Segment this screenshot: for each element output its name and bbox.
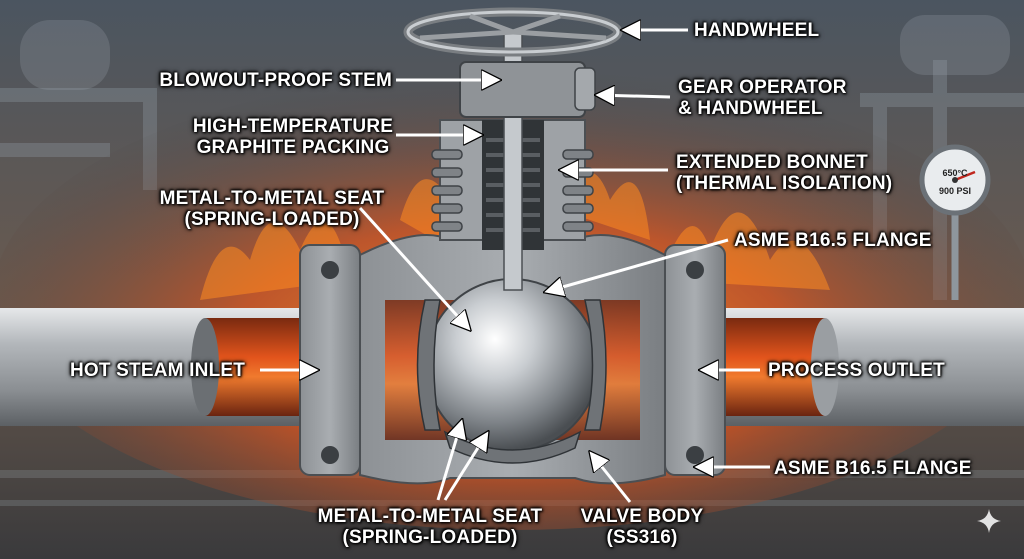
label-valve-body: VALVE BODY (SS316) [580,506,704,548]
label-flange-bottom: ASME B16.5 FLANGE [774,458,972,479]
label-seat-bottom: METAL-TO-METAL SEAT (SPRING-LOADED) [317,506,543,548]
label-graphite-packing: HIGH-TEMPERATURE GRAPHITE PACKING [192,116,394,158]
label-blowout-proof-stem: BLOWOUT-PROOF STEM [159,70,392,91]
label-extended-bonnet: EXTENDED BONNET (THERMAL ISOLATION) [676,152,893,194]
label-gear-operator: GEAR OPERATOR & HANDWHEEL [678,77,847,119]
gauge-temperature: 650°C [942,168,968,178]
label-process-outlet: PROCESS OUTLET [768,360,945,381]
label-seat-top: METAL-TO-METAL SEAT (SPRING-LOADED) [159,188,385,230]
gauge-pressure: 900 PSI [938,186,972,196]
label-flange-top: ASME B16.5 FLANGE [734,230,932,251]
label-hot-steam-inlet: HOT STEAM INLET [70,360,246,381]
sparkle-icon [977,509,1001,533]
label-handwheel: HANDWHEEL [694,20,820,41]
